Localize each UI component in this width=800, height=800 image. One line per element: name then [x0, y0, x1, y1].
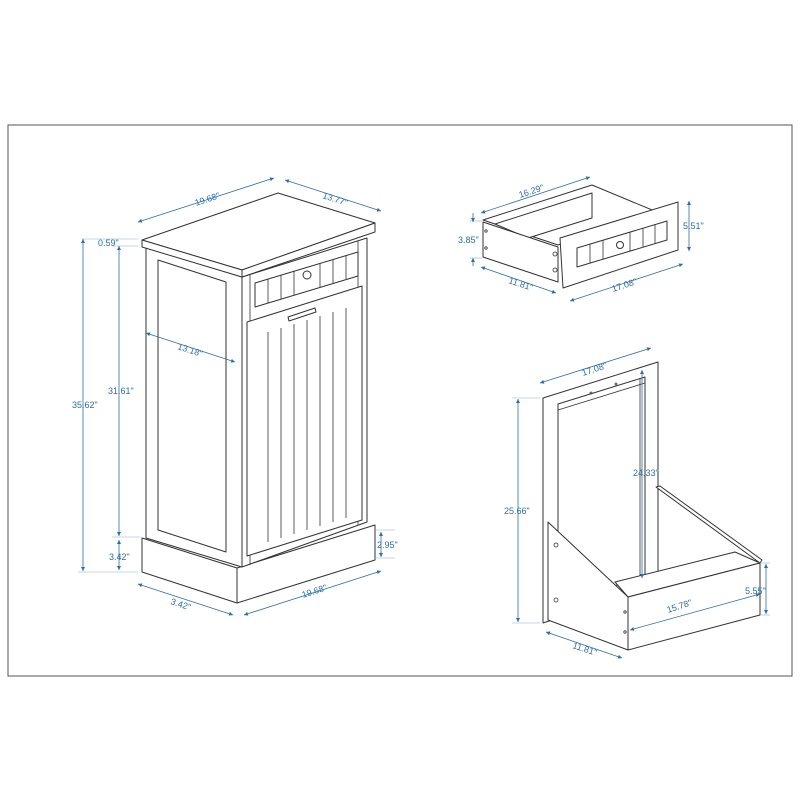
frame-border [7, 124, 793, 677]
dim-drawer-width: 16.29" [518, 182, 546, 199]
dim-top-width: 19.68" [194, 190, 222, 207]
dim-drawer-front-height: 5.51" [683, 221, 704, 231]
dim-bin-total-height: 25.66" [504, 506, 530, 516]
drawer-front-knob-icon [616, 241, 624, 249]
cabinet-side-panel [157, 259, 227, 553]
dim-base-height: 3.42" [109, 552, 130, 562]
dim-bin-inner-height: 24.33" [633, 468, 659, 478]
cabinet-drawing [141, 192, 376, 604]
dim-top-thickness: 0.59" [98, 238, 119, 248]
bin-drawing [542, 361, 763, 651]
dim-base-width: 19.68" [301, 582, 329, 599]
dim-bin-depth: 11.81" [571, 640, 598, 657]
dim-bin-front-height: 5.55" [745, 586, 766, 596]
bin-right-side [655, 485, 763, 564]
dim-top-depth: 13.77" [321, 190, 349, 207]
cabinet-door [246, 285, 363, 557]
dim-drawer-side-height: 3.85" [458, 235, 479, 245]
dim-front-base-height: 2.95" [377, 540, 398, 550]
drawer-knob-icon [302, 270, 312, 280]
dim-total-height: 35.62" [72, 400, 98, 410]
drawer-drawing [482, 184, 679, 289]
dim-body-height: 31.61" [108, 386, 134, 396]
dim-drawer-depth: 11.81" [507, 275, 534, 292]
door-handle-icon [287, 307, 317, 322]
dim-base-depth: 3.42" [169, 596, 192, 612]
dim-drawer-front-width: 17.08" [611, 276, 639, 293]
dim-bin-width: 17.08" [581, 360, 609, 377]
